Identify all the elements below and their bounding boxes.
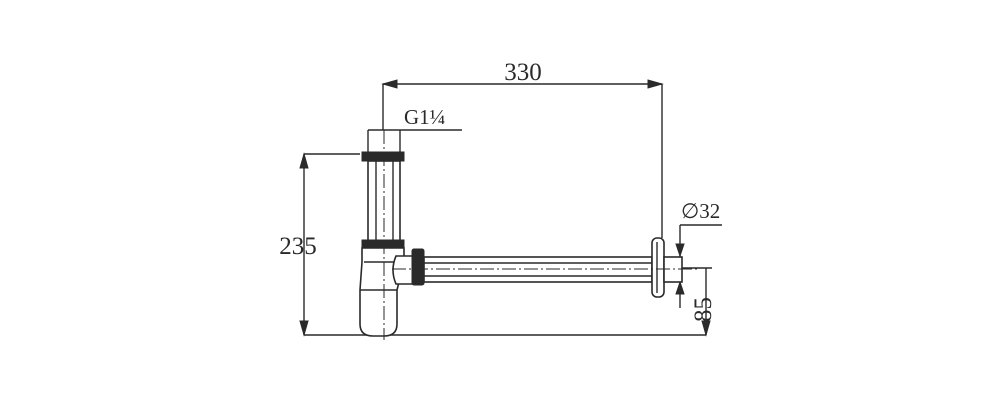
length-label: 330: [504, 59, 542, 86]
diameter-arrow: [675, 243, 685, 258]
trap-outlet-stub: [392, 255, 415, 285]
trap-body: [359, 247, 425, 337]
length-arrow-right: [647, 79, 664, 89]
length-dimension: 330: [381, 59, 664, 238]
wall-flange: [651, 237, 683, 298]
body-nut: [361, 239, 405, 249]
outlet-nut: [411, 248, 425, 286]
diameter-label: ∅32: [681, 199, 720, 223]
thread-dimension: G1¼: [367, 105, 462, 152]
height-dimension: 235: [279, 152, 360, 337]
flange-rosette: [651, 237, 665, 298]
length-arrow-left: [381, 79, 398, 89]
offset-arrow: [675, 280, 685, 295]
offset-dimension: 85: [670, 267, 717, 337]
offset-arrow-bottom: [701, 320, 711, 337]
height-arrow-bottom: [299, 320, 309, 337]
offset-label: 85: [690, 297, 717, 322]
diameter-dimension: ∅32: [675, 199, 722, 258]
thread-label: G1¼: [404, 105, 445, 129]
inlet-pipe: [361, 151, 405, 249]
inlet-nut: [361, 151, 405, 162]
height-label: 235: [279, 233, 317, 260]
height-arrow-top: [299, 152, 309, 169]
